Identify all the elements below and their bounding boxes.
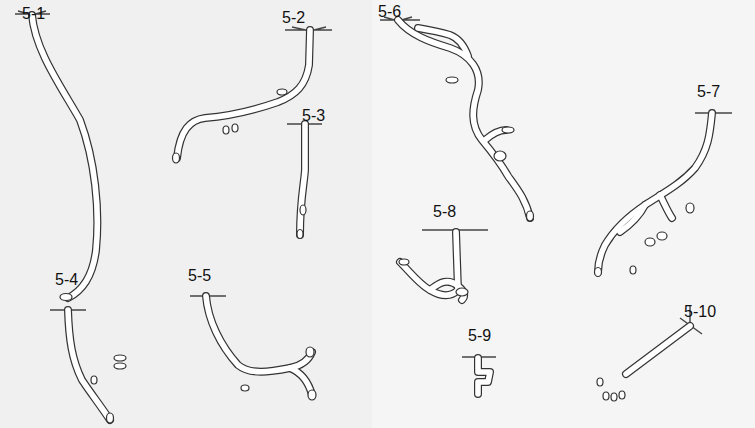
figure-number: 5-6 (378, 4, 401, 20)
figure-number: 5-4 (55, 272, 78, 288)
figure-number: 5-1 (22, 6, 45, 22)
figure-number: 5-7 (697, 84, 720, 100)
figure-number: 5-3 (302, 108, 325, 124)
figure-number: 5-2 (282, 10, 305, 26)
figure-number: 5-10 (684, 304, 716, 320)
figure-number: 5-9 (468, 328, 491, 344)
figure-number: 5-8 (433, 204, 456, 220)
figure-number: 5-5 (188, 268, 211, 284)
